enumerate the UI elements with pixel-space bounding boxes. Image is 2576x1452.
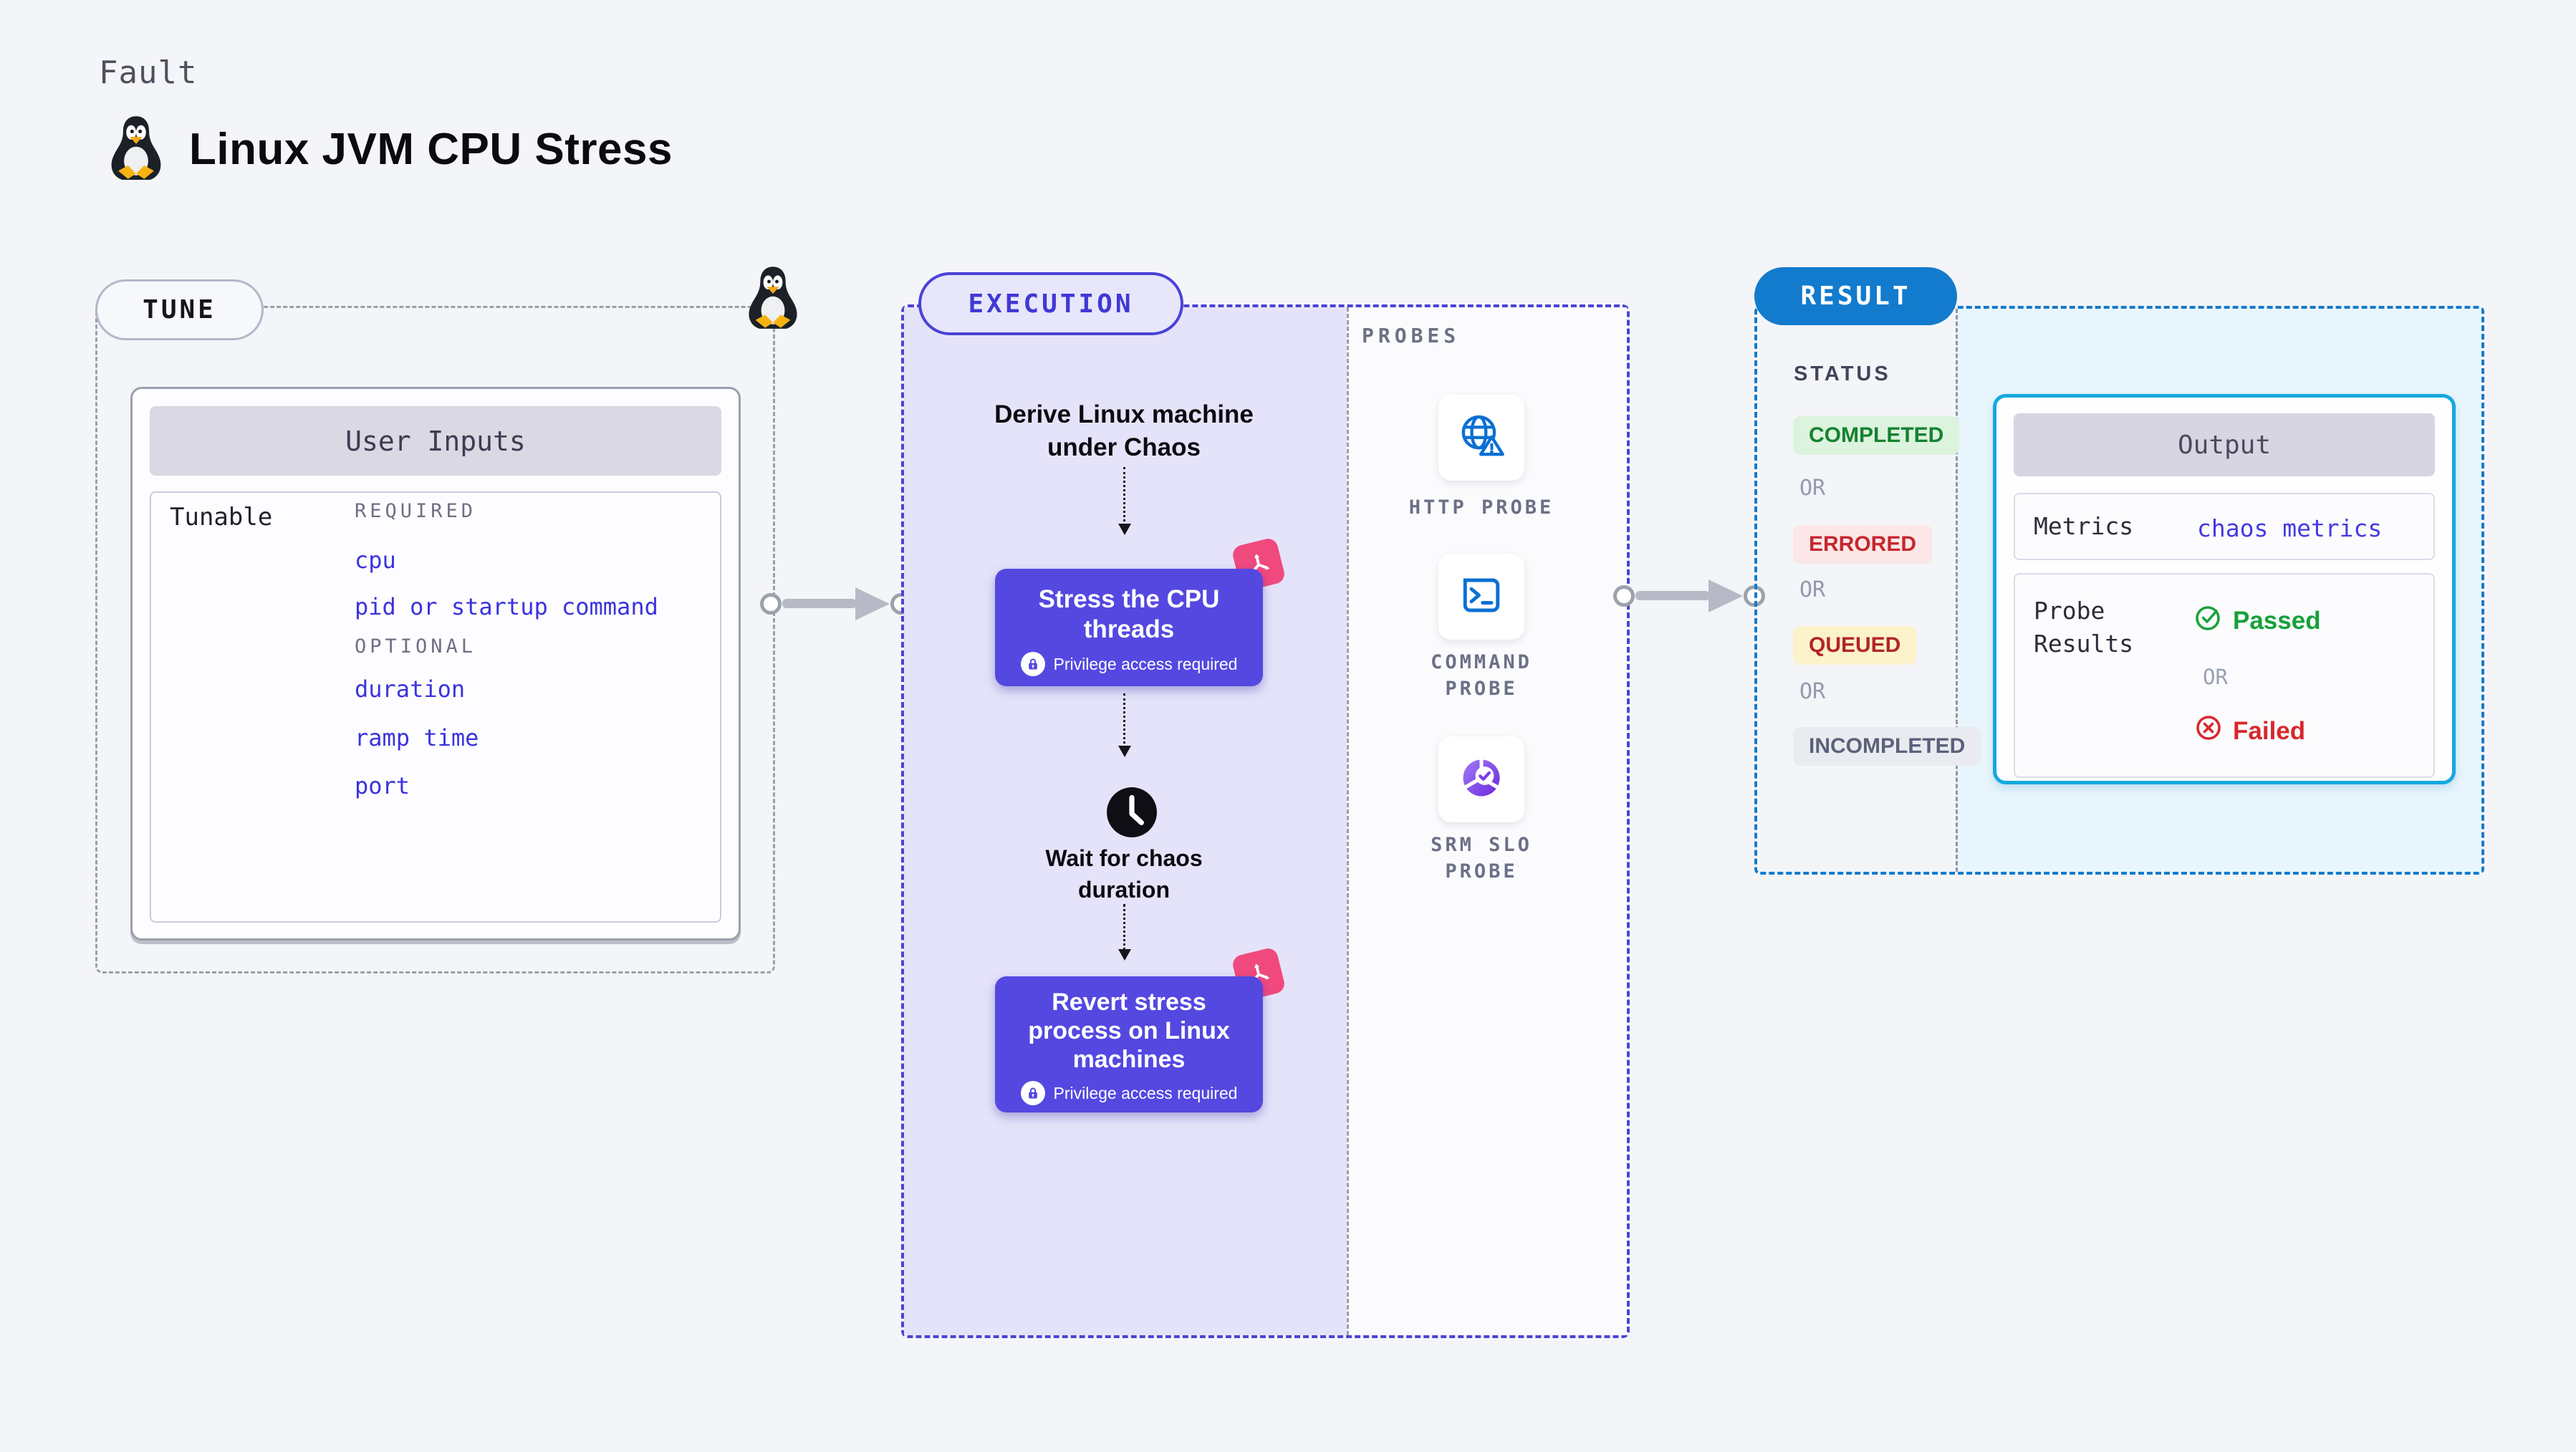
command-probe-label: COMMAND PROBE [1431,651,1532,700]
x-circle-icon [2194,713,2223,749]
terminal-icon [1456,570,1506,624]
input-port: port [355,772,410,799]
flow-arrow-down-icon [1118,693,1131,757]
page-title: Linux JVM CPU Stress [189,125,673,174]
probes-section-label: PROBES [1362,324,1461,347]
probe-results-label: Probe Results [2034,597,2134,658]
result-badge: RESULT [1754,267,1957,325]
clock-icon [1105,786,1158,842]
derive-machine-step: Derive Linux machine under Chaos [994,400,1254,461]
connector-dot [1613,585,1635,607]
execution-to-result-arrow [1613,580,1765,612]
passed-label: Passed [2233,606,2321,635]
input-duration: duration [355,675,466,703]
metrics-value: chaos metrics [2197,514,2383,542]
or-label: OR [1799,577,1826,602]
metrics-label: Metrics [2034,512,2134,540]
srm-slo-probe-label: SRM SLO PROBE [1431,834,1532,883]
privilege-row: Privilege access required [1009,1081,1249,1105]
linux-tux-icon [107,113,165,186]
failed-label: Failed [2233,716,2306,745]
flow-arrow-down-icon [1118,904,1131,961]
tunable-label: Tunable [170,503,273,532]
execution-probes-divider [1347,307,1349,1335]
or-label: OR [1799,476,1826,501]
title-row: Linux JVM CPU Stress [107,113,673,186]
or-label: OR [2203,665,2228,689]
stress-cpu-card-title: Stress the CPU threads [1038,585,1220,643]
input-cpu: cpu [355,547,396,574]
command-probe-card [1438,554,1524,640]
revert-stress-card-title: Revert stress process on Linux machines [1028,989,1230,1073]
input-ramp-time: ramp time [355,724,479,751]
optional-section-label: OPTIONAL [355,635,477,658]
http-probe-card [1438,395,1524,481]
input-pid-or-startup-command: pid or startup command [355,593,658,620]
execution-badge: EXECUTION [918,272,1183,335]
lock-icon [1020,1081,1045,1105]
http-probe-label: HTTP PROBE [1408,496,1554,519]
srm-slo-probe-card [1438,736,1524,822]
privilege-row: Privilege access required [1009,652,1249,676]
connector-shaft [782,599,857,608]
status-output-divider [1956,309,1958,872]
lock-icon [1020,652,1045,676]
stress-cpu-card: Stress the CPU threads Privilege access … [995,569,1263,686]
status-completed-badge: COMPLETED [1793,416,1960,455]
arrowhead-right-icon [1708,580,1743,612]
probe-results-row: Probe Results Passed OR F [2014,573,2435,778]
tune-badge: TUNE [95,279,264,340]
connector-dot [760,593,782,615]
globe-alert-icon [1456,410,1507,466]
connector-shaft [1635,591,1710,600]
status-incompleted-badge: INCOMPLETED [1793,727,1981,766]
arrowhead-right-icon [855,587,890,620]
slo-donut-check-icon [1456,752,1507,807]
user-inputs-card: User Inputs Tunable REQUIRED cpu pid or … [130,387,741,941]
required-section-label: REQUIRED [355,500,477,522]
revert-stress-card: Revert stress process on Linux machines … [995,976,1263,1112]
or-label: OR [1799,679,1826,704]
status-queued-badge: QUEUED [1793,626,1917,665]
wait-duration-step: Wait for chaos duration [1045,845,1203,903]
passed-result: Passed [2194,603,2321,638]
failed-result: Failed [2194,713,2305,749]
user-inputs-header: User Inputs [150,406,721,476]
flow-arrow-down-icon [1118,467,1131,535]
status-errored-badge: ERRORED [1793,525,1933,564]
tune-to-execution-arrow [760,587,912,620]
check-circle-icon [2194,603,2223,638]
fault-kind-label: Fault [99,54,198,91]
output-header: Output [2014,413,2435,476]
linux-tux-corner-icon [745,264,801,335]
tune-section-box [95,306,775,973]
privilege-label: Privilege access required [1053,654,1238,673]
privilege-label: Privilege access required [1053,1083,1238,1102]
status-section-label: STATUS [1794,362,1891,385]
metrics-row: Metrics chaos metrics [2014,493,2435,560]
user-inputs-list: Tunable REQUIRED cpu pid or startup comm… [150,491,721,923]
output-card: Output Metrics chaos metrics Probe Resul… [1993,394,2456,784]
